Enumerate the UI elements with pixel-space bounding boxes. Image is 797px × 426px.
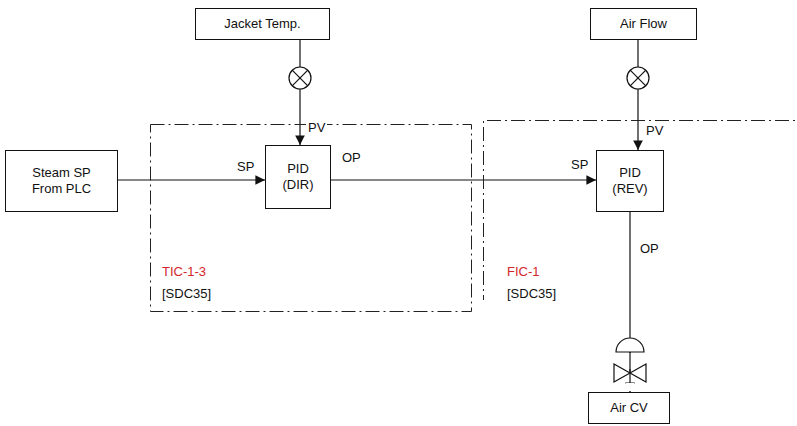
- signal-line: [629, 212, 630, 392]
- loop-tag: FIC-1: [507, 264, 540, 280]
- signal-label: OP: [340, 151, 363, 165]
- controller-region: TIC-1-3 [SDC35] PID (DIR): [150, 124, 472, 312]
- text-wrap: PID (REV): [607, 165, 653, 198]
- pid-controller-box: PID (REV): [596, 150, 664, 212]
- text-wrap: Steam SP From PLC: [24, 165, 100, 198]
- text-wrap: Air CV: [610, 400, 648, 416]
- box-label: Jacket Temp.: [224, 16, 300, 32]
- text-wrap: Jacket Temp.: [224, 16, 300, 32]
- signal-label: OP: [638, 242, 661, 256]
- signal-line: [299, 40, 300, 145]
- signal-label: PV: [644, 124, 665, 138]
- signal-line: [637, 40, 638, 150]
- signal-label: SP: [569, 158, 590, 172]
- device-model: [SDC35]: [507, 286, 556, 302]
- device-model: [SDC35]: [162, 286, 211, 302]
- signal-line: [331, 179, 596, 180]
- signal-label: PV: [306, 121, 327, 135]
- sensor-tag-box: Air Flow: [590, 8, 697, 40]
- sensor-symbol: [627, 67, 649, 89]
- setpoint-source-box: Steam SP From PLC: [5, 150, 118, 212]
- box-label: Air Flow: [620, 16, 667, 32]
- control-valve-tag-box: Air CV: [588, 392, 670, 424]
- loop-tag: TIC-1-3: [162, 264, 206, 280]
- region-border: [483, 120, 797, 310]
- box-label: PID (REV): [607, 165, 653, 198]
- pid-controller-box: PID (DIR): [265, 145, 331, 209]
- text-wrap: PID (DIR): [275, 161, 321, 194]
- signal-line: [118, 179, 265, 180]
- control-valve-symbol: [614, 338, 646, 391]
- box-label: Air CV: [610, 400, 648, 416]
- box-label: Steam SP From PLC: [24, 165, 100, 198]
- text-wrap: Air Flow: [620, 16, 667, 32]
- box-label: PID (DIR): [275, 161, 321, 194]
- controller-region: FIC-1 [SDC35] PID (REV): [483, 120, 797, 310]
- signal-label: SP: [235, 160, 256, 174]
- sensor-tag-box: Jacket Temp.: [195, 8, 330, 40]
- sensor-symbol: [289, 67, 311, 89]
